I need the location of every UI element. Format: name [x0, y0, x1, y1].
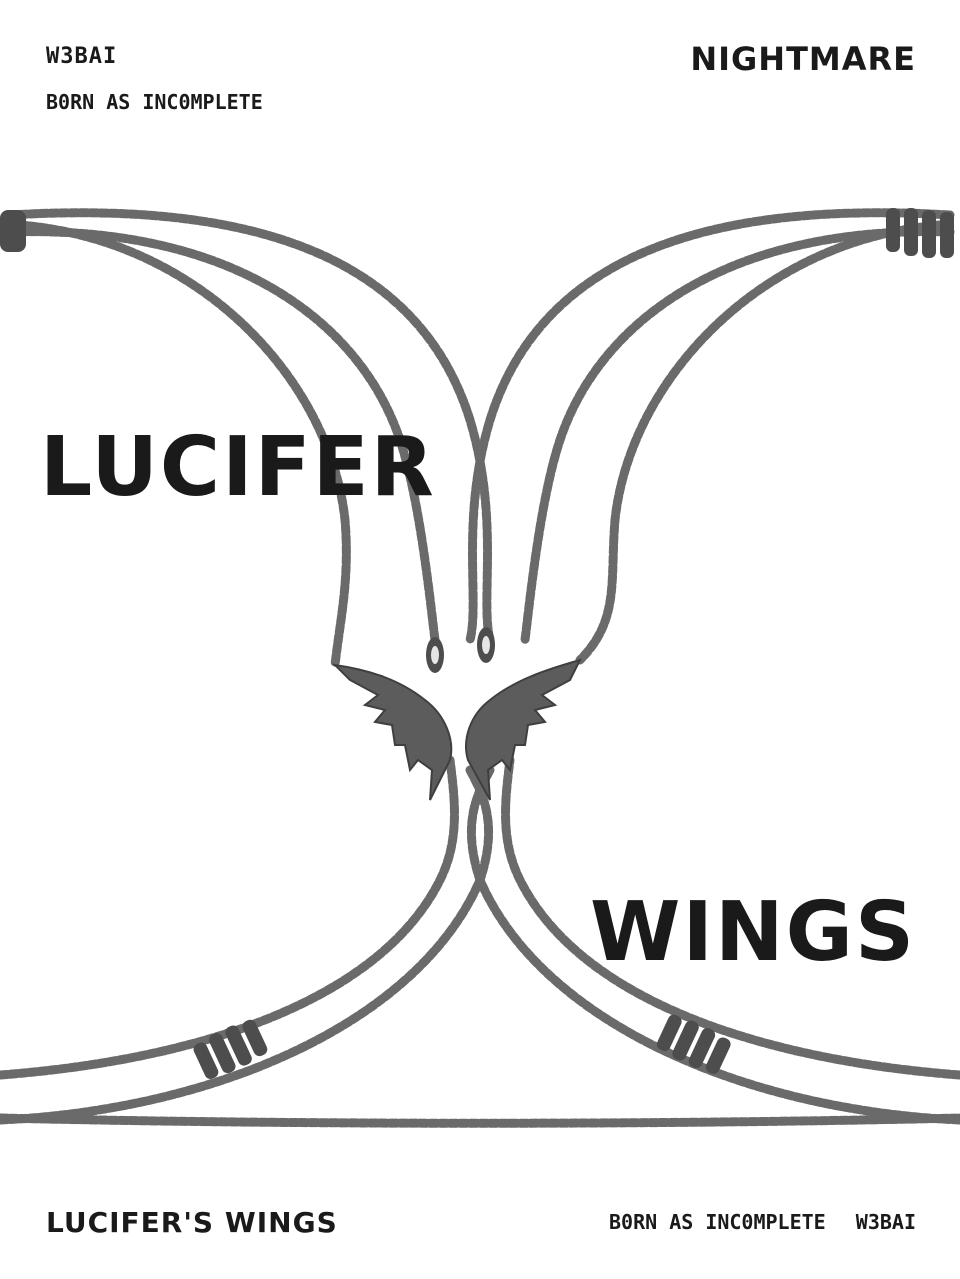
headline-line-2: WINGS — [590, 885, 916, 980]
product-name: LUCIFER'S WINGS — [46, 1206, 338, 1239]
headline-line-1: LUCIFER — [40, 420, 436, 515]
footer-brand: W3BAI — [855, 1210, 916, 1234]
collection-name: NIGHTMARE — [690, 40, 916, 78]
footer-tagline: B0RN AS INC0MPLETE — [608, 1210, 826, 1234]
brand-tagline: B0RN AS INC0MPLETE — [46, 90, 263, 114]
footer-brand-line: B0RN AS INC0MPLETE W3BAI — [609, 1210, 916, 1234]
brand-logo-text: W3BAI — [46, 44, 118, 69]
